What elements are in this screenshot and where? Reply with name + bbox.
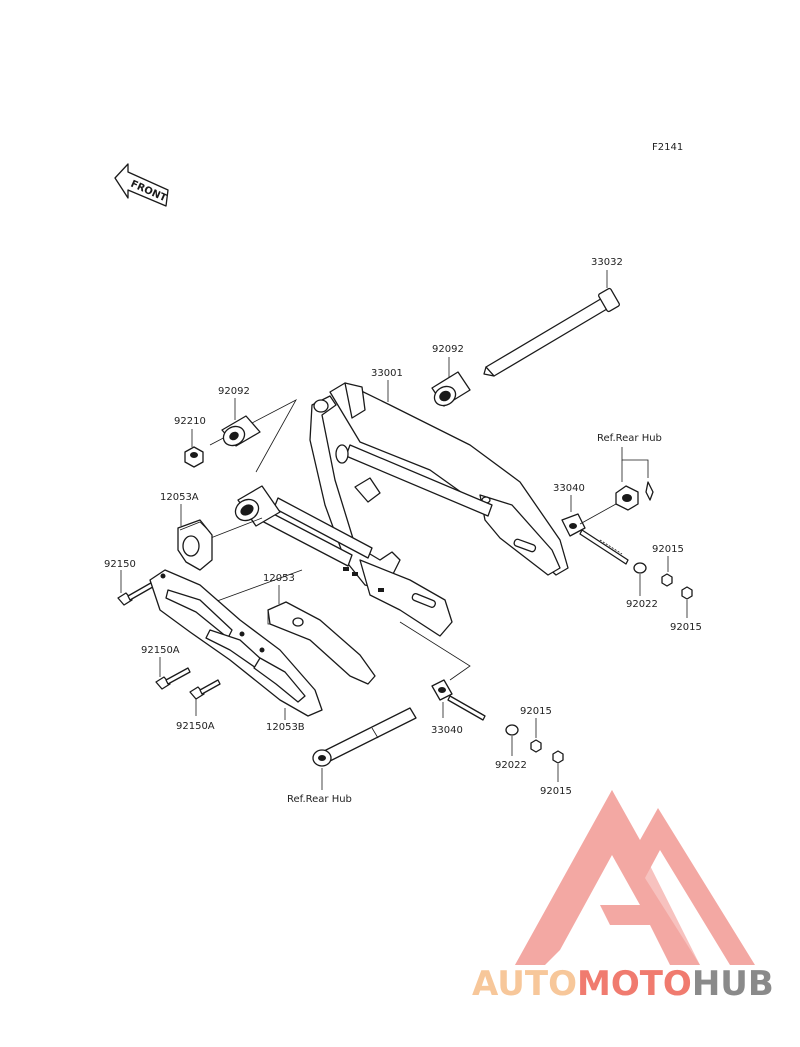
label-92015-d: 92015 xyxy=(540,786,572,797)
label-33032: 33032 xyxy=(591,257,623,268)
watermark-logo xyxy=(515,790,755,965)
label-92015-a: 92015 xyxy=(652,544,684,555)
label-12053B: 12053B xyxy=(266,722,305,733)
label-92022-bottom: 92022 xyxy=(495,760,527,771)
label-92092-right: 92092 xyxy=(432,344,464,355)
figure-code: F2141 xyxy=(652,142,683,153)
watermark-auto: AUTO xyxy=(472,964,577,1004)
label-92150A-b: 92150A xyxy=(176,721,215,732)
nut-92015-b xyxy=(681,586,693,600)
label-33001: 33001 xyxy=(371,368,403,379)
washer-92022-bottom xyxy=(505,724,519,736)
label-92092-left: 92092 xyxy=(218,386,250,397)
nut-92015-c xyxy=(530,739,542,753)
label-92015-b: 92015 xyxy=(670,622,702,633)
label-12053: 12053 xyxy=(263,573,295,584)
label-92022-top: 92022 xyxy=(626,599,658,610)
label-33040-top: 33040 xyxy=(553,483,585,494)
ref-rear-hub-bottom: Ref.Rear Hub xyxy=(287,794,352,805)
ref-rear-hub-top: Ref.Rear Hub xyxy=(597,433,662,444)
watermark-moto: MOTO xyxy=(577,964,692,1004)
front-arrow-icon: FRONT xyxy=(114,163,169,207)
castle-nut xyxy=(615,485,639,511)
nut-92015-a xyxy=(661,573,673,587)
bushing-92092-right xyxy=(431,371,471,407)
label-92150A-a: 92150A xyxy=(141,645,180,656)
washer-92022-top xyxy=(633,562,647,574)
label-92150: 92150 xyxy=(104,559,136,570)
watermark-text: AUTOMOTOHUB xyxy=(472,964,774,1004)
bolt-92150 xyxy=(117,579,159,606)
label-12053A: 12053A xyxy=(160,492,199,503)
chain-adjuster-33040-bottom xyxy=(431,679,486,721)
chain-guide-12053A xyxy=(177,519,213,571)
bolt-92150A-b xyxy=(189,679,221,700)
pivot-shaft-33032 xyxy=(483,287,620,377)
watermark-hub: HUB xyxy=(692,964,774,1004)
bolt-92150A-a xyxy=(155,667,191,690)
label-92210: 92210 xyxy=(174,416,206,427)
nut-92015-d xyxy=(552,750,564,764)
swingarm-33001 xyxy=(234,382,569,637)
nut-92210 xyxy=(184,446,204,468)
rear-axle xyxy=(312,707,417,767)
chain-adjuster-33040-top xyxy=(561,513,629,565)
chain-guide-12053B xyxy=(149,569,323,717)
bushing-92092-left xyxy=(221,415,261,447)
label-33040-bottom: 33040 xyxy=(431,725,463,736)
chain-slider-12053 xyxy=(267,601,376,685)
label-92015-c: 92015 xyxy=(520,706,552,717)
